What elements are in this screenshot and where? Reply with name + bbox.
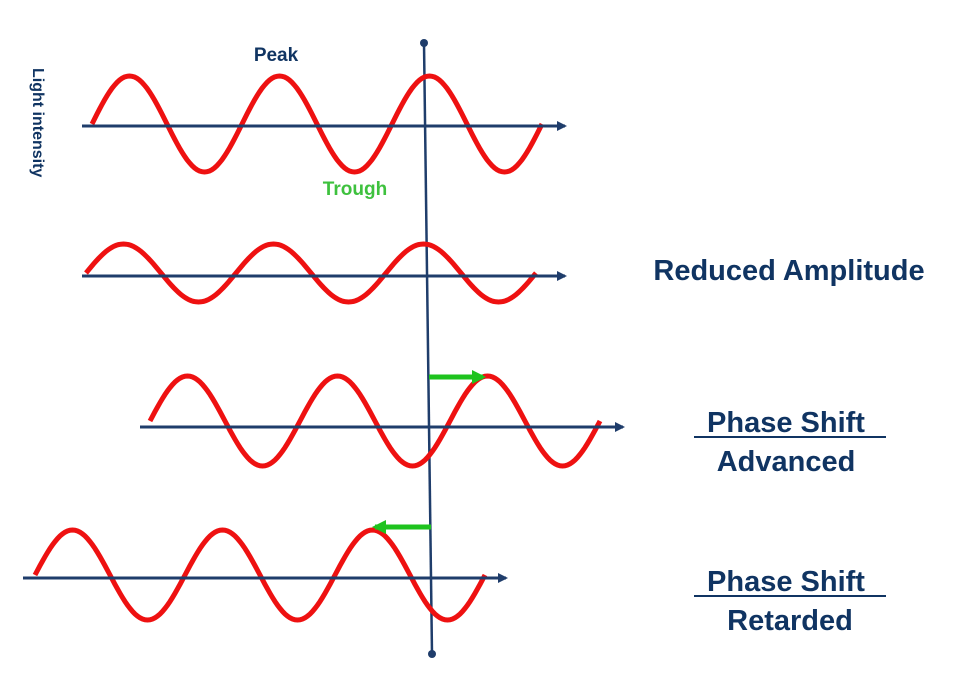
y-axis-label: Light intensity [29, 68, 46, 177]
reference-wave [89, 73, 545, 175]
reference-line-top-dot [420, 39, 428, 47]
trough-label: Trough [323, 179, 387, 200]
reduced-amplitude-label: Reduced Amplitude [653, 255, 924, 287]
retarded-label: Retarded [727, 605, 853, 637]
peak-label: Peak [254, 45, 299, 66]
phase-shift-retarded-title: Phase Shift [707, 566, 865, 598]
reference-line-bottom-dot [428, 650, 436, 658]
advanced-label: Advanced [717, 446, 856, 478]
phase-shift-advanced-title: Phase Shift [707, 407, 865, 439]
reference-line [422, 42, 434, 655]
phase-retarded-wave [32, 527, 488, 623]
reduced-amplitude-wave [84, 241, 538, 305]
phase-advanced-wave [147, 373, 603, 469]
